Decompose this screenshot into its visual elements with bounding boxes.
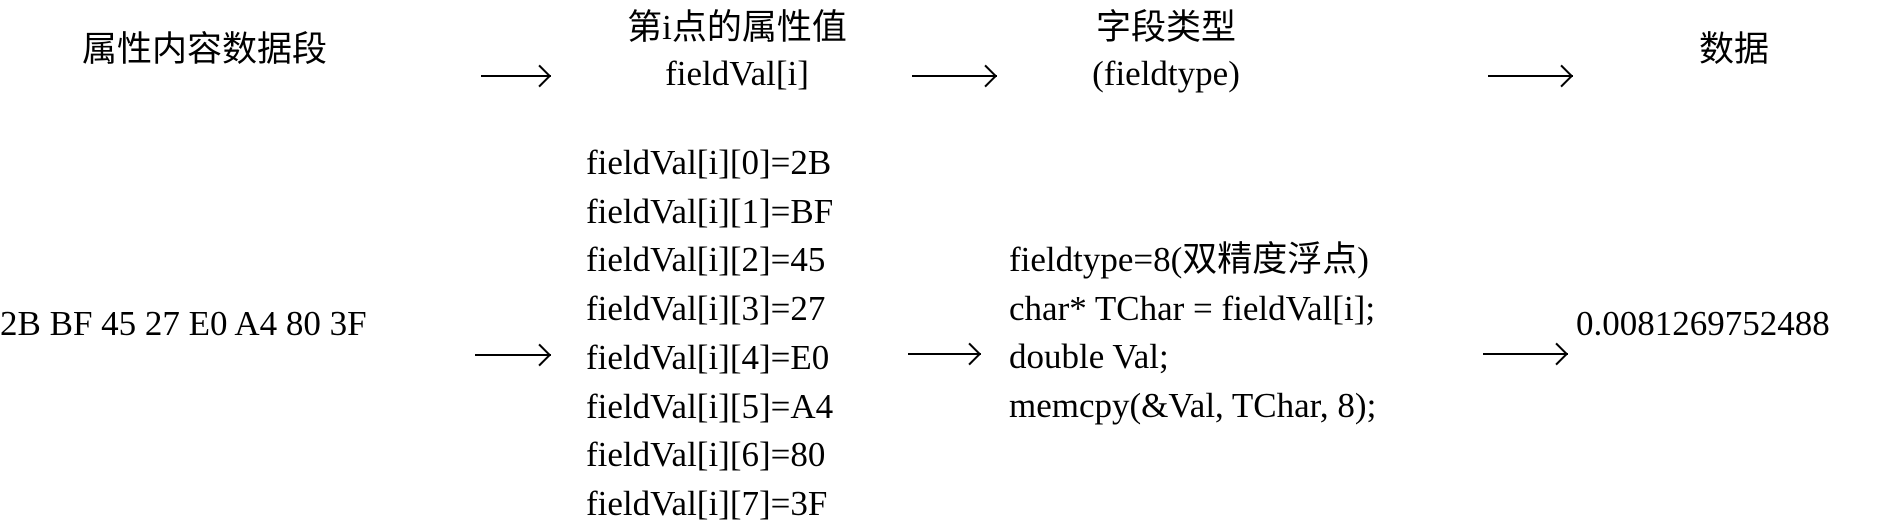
arrow-right-icon <box>481 75 551 77</box>
field-value-item: fieldVal[i][0]=2B <box>586 143 832 182</box>
code-line: memcpy(&Val, TChar, 8); <box>1009 386 1377 426</box>
header-attribute-data-segment: 属性内容数据段 <box>82 30 328 69</box>
header-point-attribute-value: 第i点的属性值 <box>627 8 847 47</box>
arrow-right-icon <box>912 75 997 77</box>
code-line: char* TChar = fieldVal[i]; <box>1009 288 1376 328</box>
arrow-right-icon <box>475 354 551 356</box>
field-value-item: fieldVal[i][5]=A4 <box>586 386 834 426</box>
field-value-item: fieldVal[i][6]=80 <box>586 435 826 475</box>
result-value: 0.0081269752488 <box>1576 304 1830 343</box>
code-block: fieldtype=8(双精度浮点) char* TChar = fieldVa… <box>1009 236 1376 431</box>
field-value-item: fieldVal[i][2]=45 <box>586 240 826 280</box>
arrow-right-icon <box>908 353 981 355</box>
header-fieldval: fieldVal[i] <box>665 54 809 93</box>
code-line: double Val; <box>1009 337 1169 377</box>
field-value-item: fieldVal[i][4]=E0 <box>586 337 830 377</box>
field-value-item: fieldVal[i][3]=27 <box>586 289 826 329</box>
header-field-type: 字段类型 <box>1095 8 1237 47</box>
arrow-right-icon <box>1488 75 1573 77</box>
field-value-item: fieldVal[i][1]=BF <box>586 191 834 231</box>
field-value-item: fieldVal[i][7]=3F <box>586 483 828 523</box>
code-line: fieldtype=8(双精度浮点) <box>1009 240 1369 279</box>
arrow-right-icon <box>1483 353 1568 355</box>
field-values-list: fieldVal[i][0]=2B fieldVal[i][1]=BF fiel… <box>586 139 833 529</box>
raw-bytes: 2B BF 45 27 E0 A4 80 3F <box>0 304 367 343</box>
header-data: 数据 <box>1698 30 1770 69</box>
header-fieldtype: (fieldtype) <box>1092 54 1240 93</box>
